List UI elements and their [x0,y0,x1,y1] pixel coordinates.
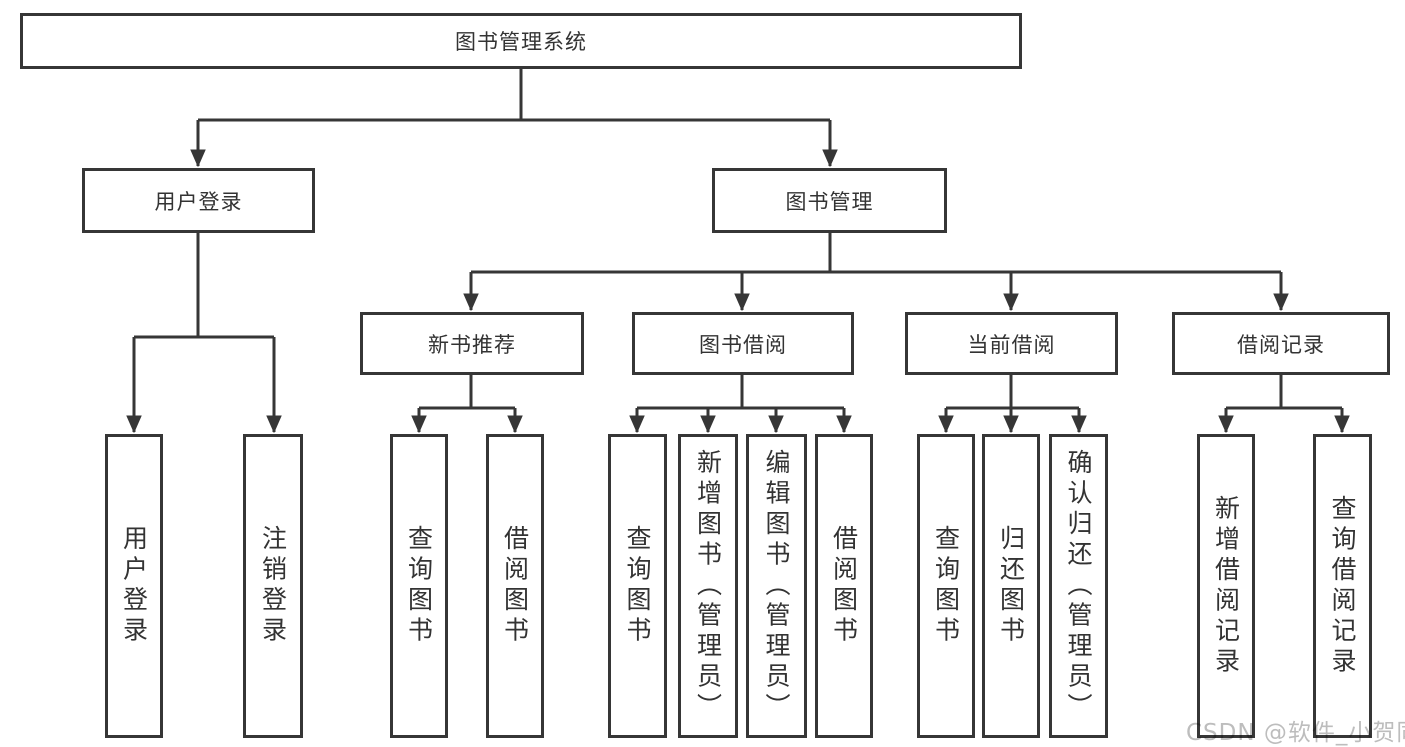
node-user-login-label: 用户登录 [154,189,243,214]
leaf-nb-query-books-label: 查询图书 [404,525,434,647]
node-book-management: 图书管理 [712,168,947,233]
leaf-cur-confirm-return-admin-label: 确认归还（管理员） [1064,448,1093,724]
node-book-management-label: 图书管理 [785,189,874,214]
node-book-borrow-label: 图书借阅 [699,332,787,357]
leaf-cur-query-books: 查询图书 [917,434,975,738]
leaf-rec-add-record-label: 新增借阅记录 [1211,494,1241,678]
leaf-bw-edit-books-admin: 编辑图书（管理员） [746,434,807,738]
leaf-bw-add-books-admin-label: 新增图书（管理员） [693,448,723,724]
node-new-book-recommend-label: 新书推荐 [428,332,516,357]
node-system-root: 图书管理系统 [20,13,1022,69]
leaf-nb-borrow-books: 借阅图书 [486,434,544,738]
leaf-bw-query-books: 查询图书 [608,434,667,738]
leaf-rec-add-record: 新增借阅记录 [1197,434,1255,738]
leaf-bw-borrow-books: 借阅图书 [815,434,873,738]
leaf-nb-borrow-books-label: 借阅图书 [500,525,530,647]
leaf-rec-query-record-label: 查询借阅记录 [1328,494,1357,678]
leaf-cur-confirm-return-admin: 确认归还（管理员） [1049,434,1108,738]
leaf-cur-query-books-label: 查询图书 [931,525,961,647]
leaf-bw-edit-books-admin-label: 编辑图书（管理员） [762,448,791,724]
leaf-nb-query-books: 查询图书 [390,434,448,738]
leaf-bw-query-books-label: 查询图书 [623,525,652,647]
leaf-logout: 注销登录 [243,434,303,738]
leaf-logout-label: 注销登录 [258,525,288,647]
csdn-watermark: CSDN @软件_小贺同学 [1186,720,1405,746]
leaf-bw-borrow-books-label: 借阅图书 [829,525,859,647]
node-book-borrow: 图书借阅 [632,312,854,375]
node-system-root-label: 图书管理系统 [455,30,587,54]
node-borrow-records-label: 借阅记录 [1237,332,1325,357]
node-current-borrow-label: 当前借阅 [967,332,1056,357]
leaf-cur-return-books-label: 归还图书 [996,525,1026,647]
node-user-login: 用户登录 [82,168,315,233]
leaf-cur-return-books: 归还图书 [982,434,1040,738]
node-new-book-recommend: 新书推荐 [360,312,584,375]
node-borrow-records: 借阅记录 [1172,312,1390,375]
leaf-rec-query-record: 查询借阅记录 [1313,434,1372,738]
leaf-user-login-label: 用户登录 [119,525,149,647]
leaf-bw-add-books-admin: 新增图书（管理员） [678,434,738,738]
leaf-user-login: 用户登录 [105,434,163,738]
node-current-borrow: 当前借阅 [905,312,1118,375]
